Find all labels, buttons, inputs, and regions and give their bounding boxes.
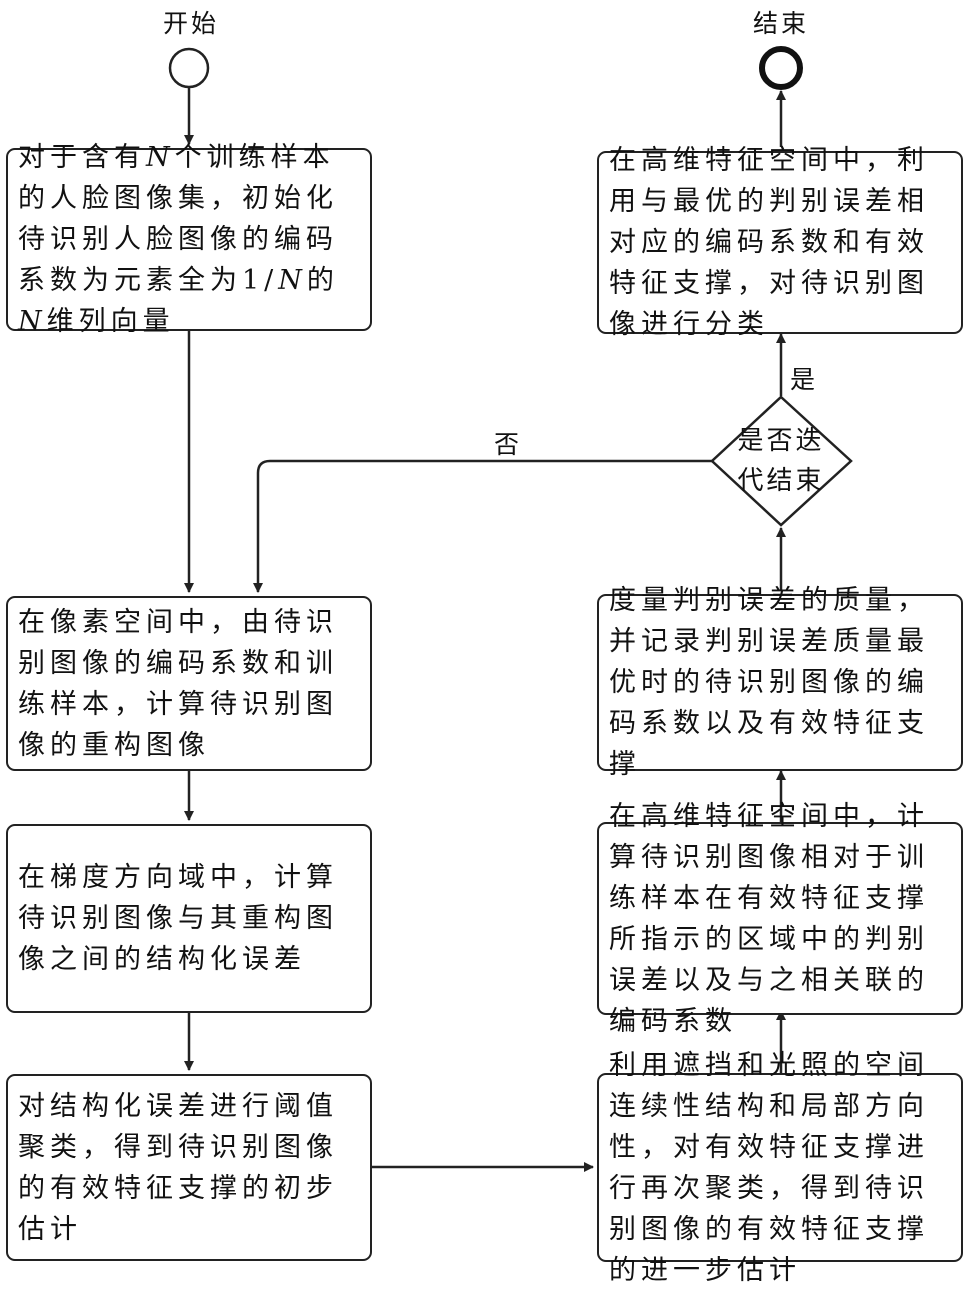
step-discriminative-error-text: 在高维特征空间中，计算待识别图像相对于训练样本在有效特征支撑所指示的区域中的判别… bbox=[609, 796, 953, 1042]
step-classify: 在高维特征空间中，利用与最优的判别误差相对应的编码系数和有效特征支撑，对待识别图… bbox=[597, 151, 963, 334]
step-threshold-clustering: 对结构化误差进行阈值聚类，得到待识别图像的有效特征支撑的初步估计 bbox=[6, 1074, 372, 1261]
no-label: 否 bbox=[494, 425, 522, 461]
step-reconstruct-image-text: 在像素空间中，由待识别图像的编码系数和训练样本，计算待识别图像的重构图像 bbox=[18, 602, 362, 766]
decision-text: 是否迭 代结束 bbox=[719, 421, 843, 501]
step-measure-quality: 度量判别误差的质量，并记录判别误差质量最优时的待识别图像的编码系数以及有效特征支… bbox=[597, 594, 963, 771]
step-structured-error-text: 在梯度方向域中，计算待识别图像与其重构图像之间的结构化误差 bbox=[18, 857, 362, 980]
decision-line-1: 是否迭 bbox=[719, 421, 843, 461]
decision-line-2: 代结束 bbox=[719, 461, 843, 501]
step-recluster-support: 利用遮挡和光照的空间连续性结构和局部方向性，对有效特征支撑进行再次聚类，得到待识… bbox=[597, 1073, 963, 1262]
yes-label: 是 bbox=[790, 360, 818, 396]
step-init-coefficients: 对于含有N个训练样本的人脸图像集，初始化待识别人脸图像的编码系数为元素全为1/N… bbox=[6, 148, 372, 331]
step-discriminative-error: 在高维特征空间中，计算待识别图像相对于训练样本在有效特征支撑所指示的区域中的判别… bbox=[597, 822, 963, 1015]
step-threshold-clustering-text: 对结构化误差进行阈值聚类，得到待识别图像的有效特征支撑的初步估计 bbox=[18, 1086, 362, 1250]
step-init-coefficients-text: 对于含有N个训练样本的人脸图像集，初始化待识别人脸图像的编码系数为元素全为1/N… bbox=[18, 137, 362, 342]
step-reconstruct-image: 在像素空间中，由待识别图像的编码系数和训练样本，计算待识别图像的重构图像 bbox=[6, 596, 372, 771]
start-label: 开始 bbox=[163, 4, 219, 40]
end-terminator bbox=[762, 49, 800, 87]
end-label: 结束 bbox=[753, 4, 809, 40]
step-recluster-support-text: 利用遮挡和光照的空间连续性结构和局部方向性，对有效特征支撑进行再次聚类，得到待识… bbox=[609, 1045, 953, 1291]
start-terminator bbox=[170, 49, 208, 87]
step-structured-error: 在梯度方向域中，计算待识别图像与其重构图像之间的结构化误差 bbox=[6, 824, 372, 1013]
step-measure-quality-text: 度量判别误差的质量，并记录判别误差质量最优时的待识别图像的编码系数以及有效特征支… bbox=[609, 580, 953, 785]
step-classify-text: 在高维特征空间中，利用与最优的判别误差相对应的编码系数和有效特征支撑，对待识别图… bbox=[609, 140, 953, 345]
arrow-decision-to-s2 bbox=[258, 461, 712, 592]
